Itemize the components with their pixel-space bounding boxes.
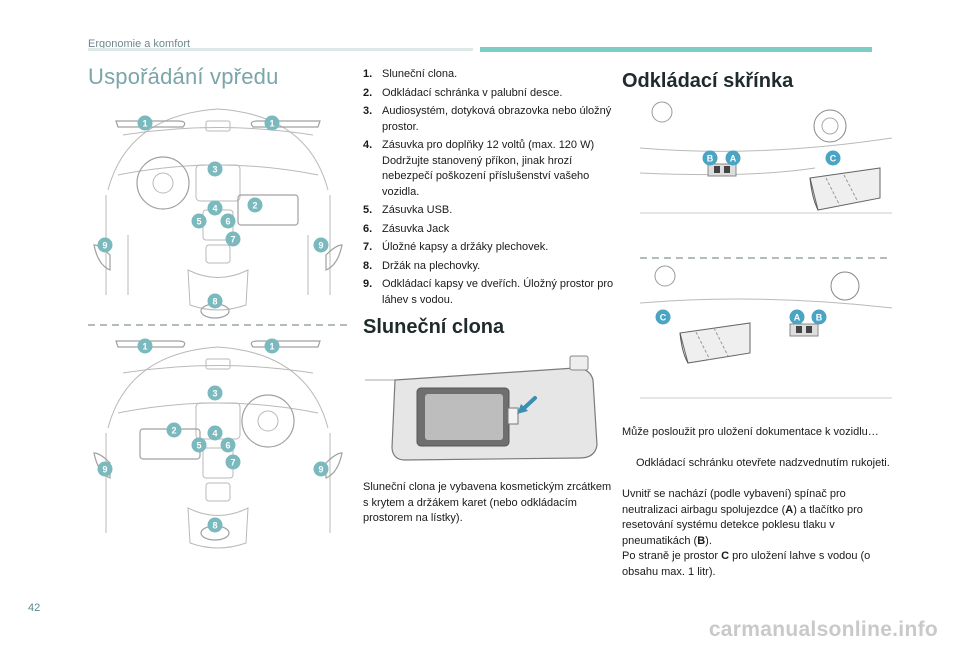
- svg-text:2: 2: [171, 426, 176, 436]
- list-item: 2.Odkládací schránka v palubní desce.: [363, 86, 563, 99]
- svg-text:4: 4: [212, 204, 217, 214]
- section-title-sun-visor: Sluneční clona: [363, 316, 505, 338]
- glovebox-bottle-info: Po straně je prostor C pro uložení lahve…: [622, 550, 871, 578]
- svg-text:9: 9: [102, 241, 107, 251]
- svg-text:9: 9: [102, 465, 107, 475]
- glovebox-switches-info: Uvnitř se nachází (podle vybavení) spína…: [622, 488, 863, 547]
- callout-9-left-rhd: 9: [97, 461, 113, 477]
- callout-2-rhd: 2: [166, 422, 182, 438]
- glovebox-scene-rhd: [640, 265, 892, 399]
- callout-1-right: 1: [264, 115, 280, 131]
- callout-1-right-rhd: 1: [264, 338, 280, 354]
- svg-text:7: 7: [230, 235, 235, 245]
- svg-text:1: 1: [269, 119, 274, 129]
- svg-text:8: 8: [212, 521, 217, 531]
- svg-text:C: C: [660, 313, 667, 323]
- callout-6: 6: [220, 213, 236, 229]
- callout-a-rhd: A: [789, 309, 805, 325]
- callout-3-rhd: 3: [207, 385, 223, 401]
- header-divider: [88, 48, 473, 51]
- svg-text:6: 6: [225, 441, 230, 451]
- sun-visor-illustration: [365, 355, 598, 461]
- callout-c-lhd: C: [825, 150, 841, 166]
- callout-9-right: 9: [313, 237, 329, 253]
- cabin-diagram-rhd: [93, 340, 343, 549]
- list-item: 8.Držák na plechovky.: [363, 259, 481, 272]
- svg-text:9: 9: [318, 465, 323, 475]
- callout-4: 4: [207, 200, 223, 216]
- list-item: 1.Sluneční clona.: [363, 68, 458, 80]
- svg-text:B: B: [707, 154, 714, 164]
- header-accent-bar: [480, 47, 872, 52]
- callout-3: 3: [207, 161, 223, 177]
- component-list: 1.Sluneční clona. 2.Odkládací schránka v…: [363, 67, 618, 311]
- callout-5: 5: [191, 213, 207, 229]
- svg-text:C: C: [830, 154, 837, 164]
- list-item: 7.Úložné kapsy a držáky plechovek.: [363, 241, 549, 253]
- running-header: Ergonomie a komfort: [88, 38, 191, 50]
- page-number: 42: [28, 602, 41, 614]
- svg-text:5: 5: [196, 441, 201, 451]
- svg-text:2: 2: [252, 201, 257, 211]
- glovebox-instruction: Odkládací schránku otevřete nadzvednutím…: [636, 457, 890, 469]
- callout-5-rhd: 5: [191, 437, 207, 453]
- svg-text:8: 8: [212, 297, 217, 307]
- svg-text:7: 7: [230, 458, 235, 468]
- svg-text:6: 6: [225, 217, 230, 227]
- svg-text:3: 3: [212, 389, 217, 399]
- svg-text:A: A: [730, 154, 737, 164]
- svg-text:1: 1: [142, 119, 147, 129]
- svg-text:4: 4: [212, 429, 217, 439]
- svg-text:3: 3: [212, 165, 217, 175]
- cabin-illustrations: 1 1 3 2 4 5 6 7 9 9 8 1 1 3 2 4 5 6 7 9 …: [88, 108, 350, 549]
- callout-4-rhd: 4: [207, 425, 223, 441]
- svg-text:B: B: [816, 313, 823, 323]
- svg-text:A: A: [794, 313, 801, 323]
- callout-2: 2: [247, 197, 263, 213]
- svg-text:1: 1: [142, 342, 147, 352]
- callout-c-rhd: C: [655, 309, 671, 325]
- callout-8: 8: [207, 293, 223, 309]
- list-item: 6.Zásuvka Jack: [363, 222, 450, 235]
- callout-7: 7: [225, 231, 241, 247]
- svg-text:9: 9: [318, 241, 323, 251]
- callout-7-rhd: 7: [225, 454, 241, 470]
- callout-9-right-rhd: 9: [313, 461, 329, 477]
- list-item: 3.Audiosystém, dotyková obrazovka nebo ú…: [363, 105, 612, 133]
- watermark: carmanualsonline.info: [708, 618, 938, 641]
- list-item: 4.Zásuvka pro doplňky 12 voltů (max. 120…: [363, 139, 595, 198]
- callout-6-rhd: 6: [220, 437, 236, 453]
- callout-b-lhd: B: [702, 150, 718, 166]
- list-item: 5.Zásuvka USB.: [363, 204, 453, 216]
- sun-visor-description: Sluneční clona je vybavena kosmetickým z…: [363, 481, 612, 524]
- list-item: 9.Odkládací kapsy ve dveřích. Úložný pro…: [363, 278, 614, 306]
- svg-text:1: 1: [269, 342, 274, 352]
- section-title-glovebox: Odkládací skřínka: [622, 70, 794, 92]
- callout-b-rhd: B: [811, 309, 827, 325]
- glovebox-illustration: B A C C A B: [640, 98, 892, 416]
- glovebox-intro: Může posloužit pro uložení dokumentace k…: [622, 426, 879, 438]
- section-title-front-layout: Uspořádání vpředu: [88, 64, 279, 89]
- callout-1-left: 1: [137, 115, 153, 131]
- callout-8-rhd: 8: [207, 517, 223, 533]
- callout-a-lhd: A: [725, 150, 741, 166]
- callout-1-left-rhd: 1: [137, 338, 153, 354]
- glovebox-scene-lhd: [640, 101, 892, 214]
- callout-9-left: 9: [97, 237, 113, 253]
- svg-text:5: 5: [196, 217, 201, 227]
